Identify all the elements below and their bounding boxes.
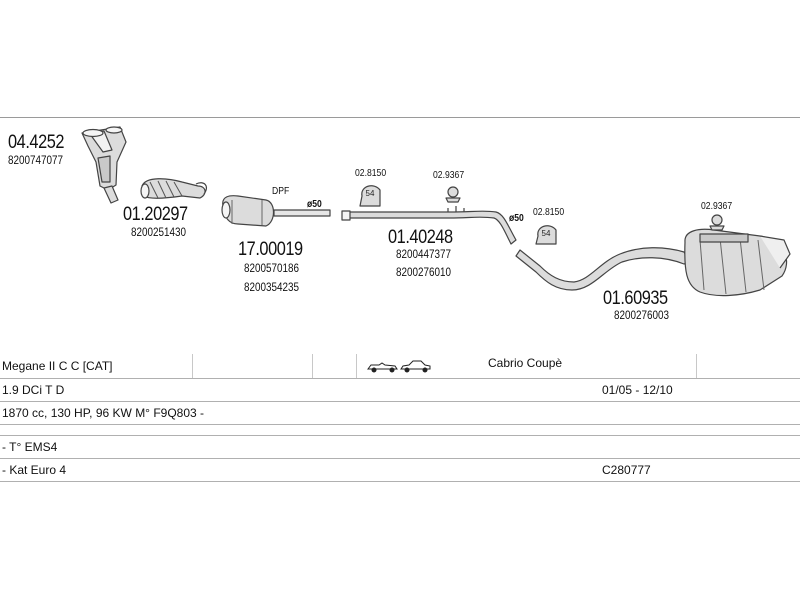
part-number[interactable]: 17.00019 — [238, 239, 303, 260]
table-row: - Kat Euro 4 C280777 — [0, 458, 800, 482]
intermediate-pipe[interactable] — [341, 206, 517, 245]
svg-text:54: 54 — [366, 189, 375, 198]
table-row: 1.9 DCi T D 01/05 - 12/10 — [0, 378, 800, 402]
hanger-icon[interactable] — [709, 214, 725, 231]
hanger-icon[interactable] — [445, 186, 461, 203]
fitting-code[interactable]: 02.9367 — [701, 200, 733, 212]
part-number[interactable]: 01.60935 — [603, 288, 668, 309]
clamp-icon[interactable]: 54 — [535, 225, 557, 245]
oem-number: 8200447377 — [396, 249, 452, 261]
svg-text:54: 54 — [542, 229, 551, 238]
vehicle-model: Megane II C C [CAT] — [0, 354, 193, 379]
table-row: Megane II C C [CAT] Cabrio Coupè — [0, 354, 800, 379]
pipe-diameter: ø50 — [509, 212, 524, 224]
coupe-car-icon — [399, 360, 430, 373]
part-number[interactable]: 01.20297 — [123, 204, 188, 225]
part-number[interactable]: 04.4252 — [8, 132, 65, 153]
engine-type: 1.9 DCi T D — [0, 378, 600, 402]
exhaust-diagram: 54 54 — [81, 126, 791, 297]
table-row — [0, 424, 800, 436]
fitting-code[interactable]: 02.8150 — [355, 167, 387, 179]
part-label: DPF — [272, 185, 290, 197]
oem-number: 8200276010 — [396, 267, 452, 279]
catalogue-code: C280777 — [600, 458, 800, 482]
fitting-code[interactable]: 02.8150 — [533, 206, 565, 218]
oem-number: 8200251430 — [131, 227, 187, 239]
oem-number: 8200276003 — [614, 310, 670, 322]
euro-norm: - Kat Euro 4 — [0, 458, 600, 482]
oem-number: 8200354235 — [244, 282, 300, 294]
table-row: - T° EMS4 — [0, 435, 800, 459]
engine-specs: 1870 cc, 130 HP, 96 KW M° F9Q803 - — [0, 401, 800, 425]
vehicle-info-table: Megane II C C [CAT] Cabrio Coupè 1.9 DCi… — [0, 354, 800, 482]
part-number[interactable]: 01.40248 — [388, 227, 453, 248]
oem-number: 8200747077 — [8, 155, 64, 167]
table-row: 1870 cc, 130 HP, 96 KW M° F9Q803 - — [0, 401, 800, 425]
rear-silencer[interactable] — [515, 228, 791, 297]
pipe-diameter: ø50 — [307, 198, 322, 210]
manifold-catalyst[interactable] — [81, 126, 127, 204]
particulate-filter[interactable] — [221, 195, 331, 227]
front-pipe[interactable] — [140, 178, 208, 199]
production-period: 01/05 - 12/10 — [600, 378, 800, 402]
convertible-car-icon — [366, 362, 398, 373]
body-type-icons — [356, 354, 486, 379]
oem-number: 8200570186 — [244, 263, 300, 275]
emission-system: - T° EMS4 — [0, 435, 800, 459]
fitting-code[interactable]: 02.9367 — [433, 169, 465, 181]
clamp-icon[interactable]: 54 — [359, 185, 381, 207]
body-style: Cabrio Coupè — [486, 354, 697, 379]
